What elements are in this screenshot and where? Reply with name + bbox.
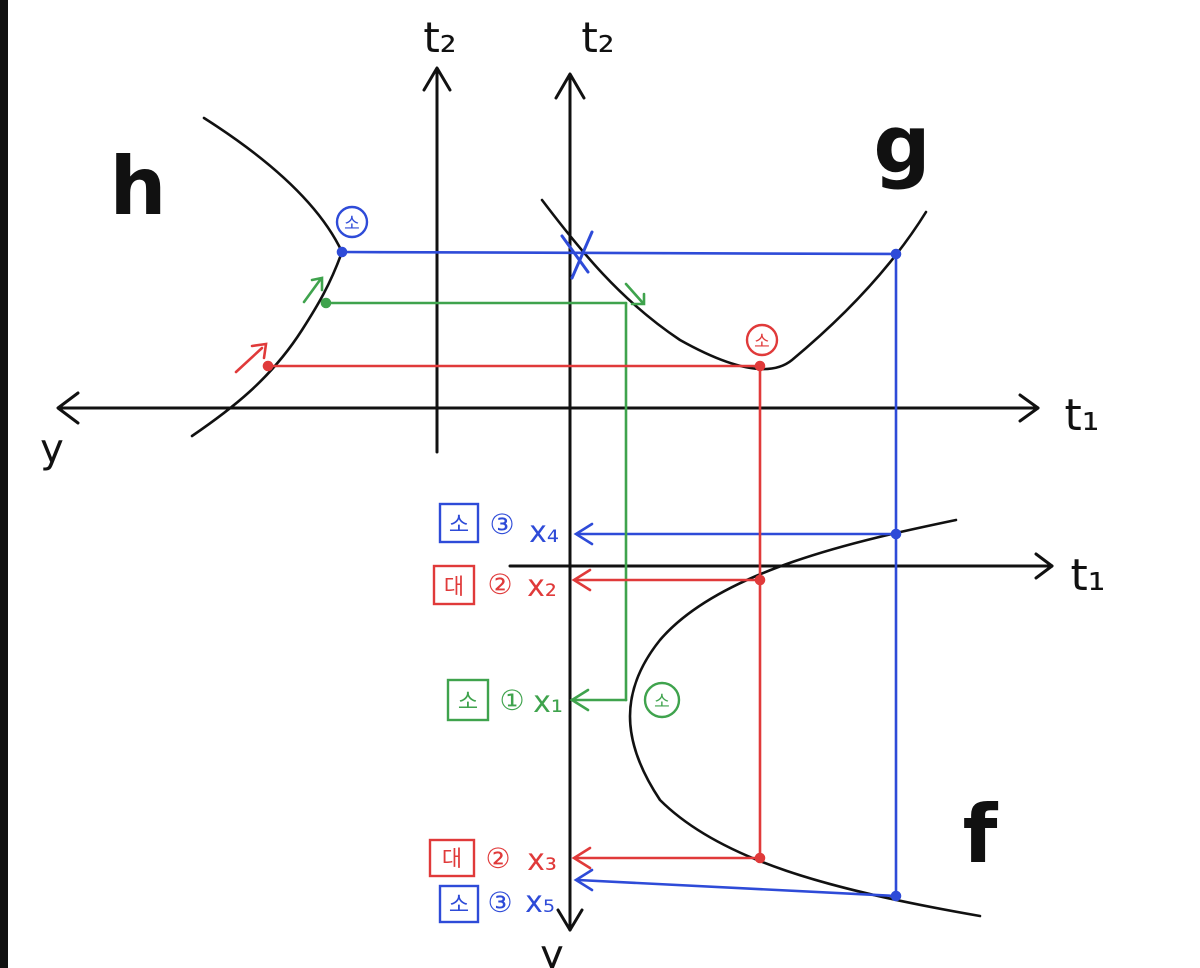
point-label-f: 소 xyxy=(643,681,681,719)
result-x3-circle: ② xyxy=(485,842,510,875)
function-label-g: g xyxy=(873,98,930,191)
result-x3-box: 대 xyxy=(442,847,462,872)
cross-mark xyxy=(560,230,594,280)
result-x4: 소 ③ x₄ xyxy=(438,502,559,550)
blue-path xyxy=(336,246,902,902)
result-x2-box: 대 xyxy=(444,575,464,600)
axis-label-t2-left: t₂ xyxy=(423,13,456,62)
function-label-h: h xyxy=(110,140,167,233)
axis-labels: t₂ t₂ t₁ t₁ y y xyxy=(40,13,1105,968)
result-x3-label: x₃ xyxy=(527,843,557,878)
result-x1: 소 ① x₁ xyxy=(446,678,563,722)
result-x3: 대 ② x₃ xyxy=(428,838,557,878)
point-label-g: 소 xyxy=(745,323,779,357)
point-label-h: 소 xyxy=(335,205,369,239)
result-x5: 소 ③ x₅ xyxy=(438,884,555,924)
result-x2-label: x₂ xyxy=(527,569,557,604)
red-path xyxy=(234,342,766,870)
axis-label-t1-bottom: t₁ xyxy=(1071,550,1106,601)
result-x1-box: 소 xyxy=(458,690,478,715)
point-label-g-text: 소 xyxy=(754,332,770,352)
result-x1-circle: ① xyxy=(499,684,524,717)
result-x5-circle: ③ xyxy=(487,886,512,919)
result-x1-label: x₁ xyxy=(533,685,563,720)
result-x4-label: x₄ xyxy=(529,515,559,550)
point-label-f-text: 소 xyxy=(654,692,670,712)
curve-f xyxy=(628,518,982,918)
whiteboard-background xyxy=(8,0,1200,968)
result-x5-label: x₅ xyxy=(525,885,555,920)
result-x4-circle: ③ xyxy=(489,508,514,541)
axis-label-t2-right: t₂ xyxy=(581,13,614,62)
point-label-h-text: 소 xyxy=(344,214,360,234)
result-x4-box: 소 xyxy=(449,513,469,538)
result-x2: 대 ② x₂ xyxy=(432,564,557,606)
green-path xyxy=(302,276,646,712)
axis-label-y-bottom: y xyxy=(540,932,564,968)
axis-label-t1-top: t₁ xyxy=(1065,390,1100,441)
result-x5-box: 소 xyxy=(449,893,469,918)
function-label-f: f xyxy=(963,788,999,881)
axis-label-y-left: y xyxy=(40,426,64,472)
curve-h xyxy=(190,116,344,438)
function-labels: h g f xyxy=(110,98,999,881)
result-x2-circle: ② xyxy=(487,568,512,601)
